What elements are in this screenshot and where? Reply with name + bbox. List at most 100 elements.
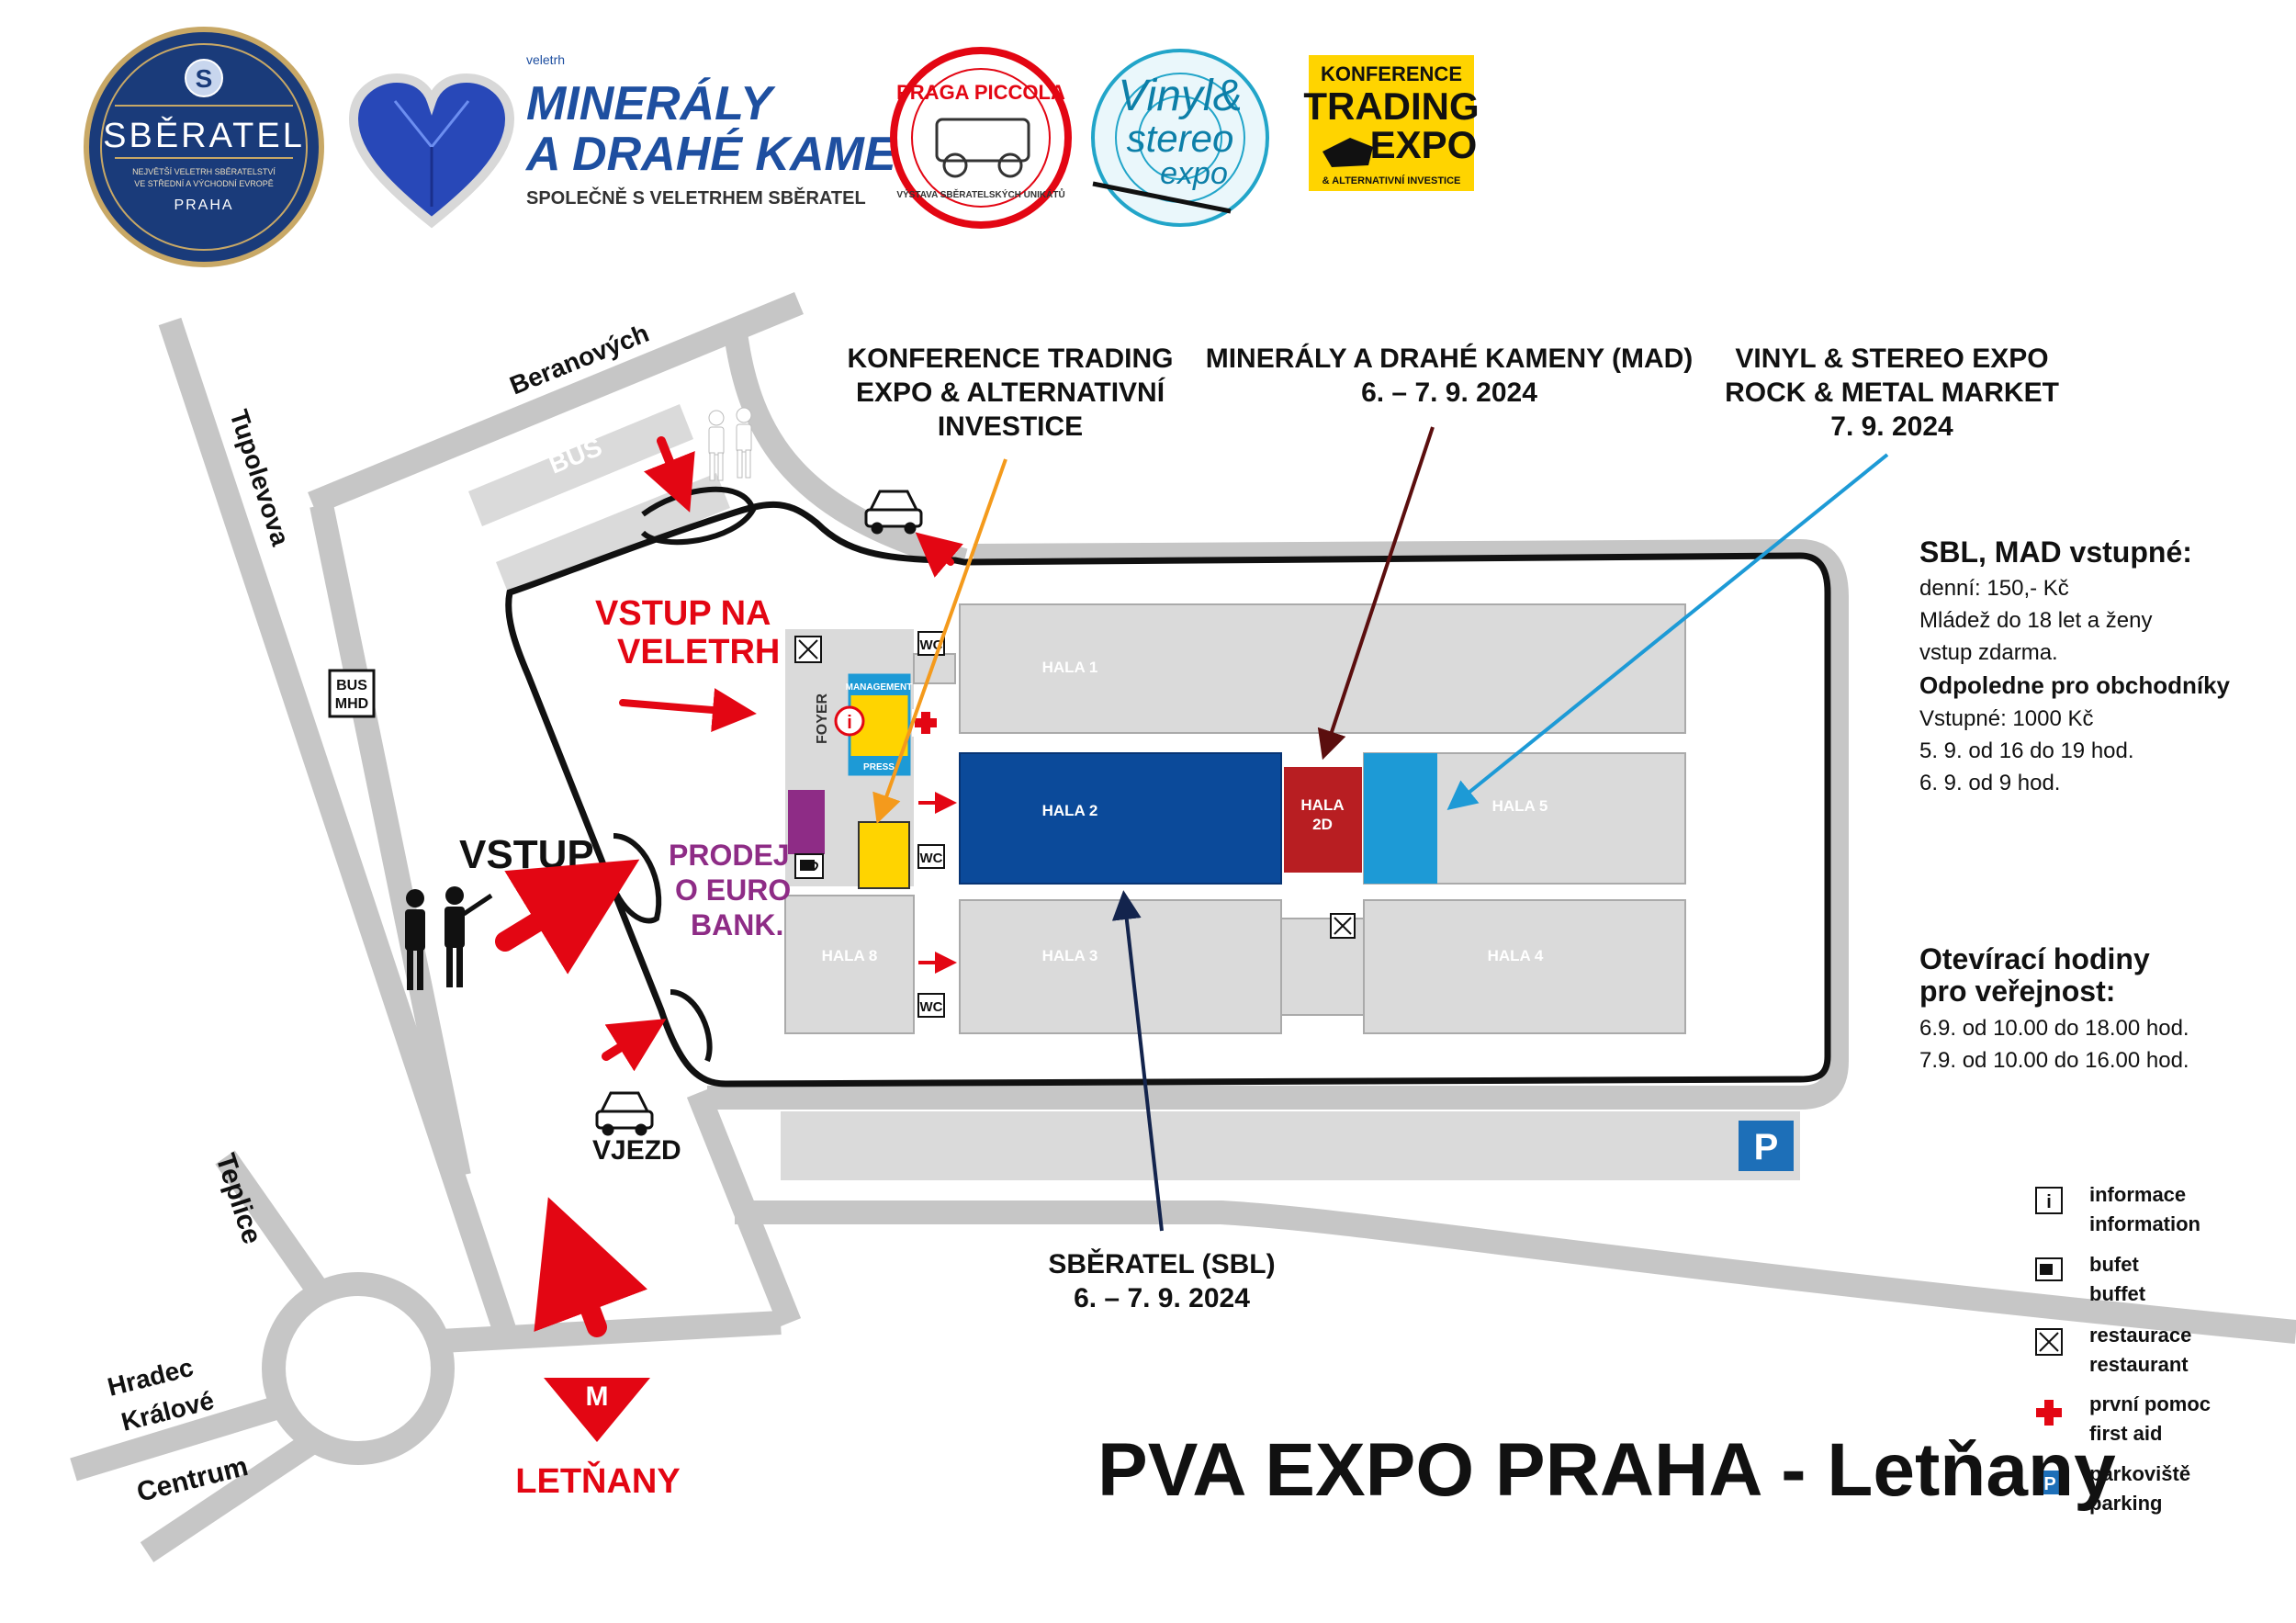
svg-text:INVESTICE: INVESTICE: [938, 411, 1083, 442]
logo-trading-expo: KONFERENCE TRADING EXPO & ALTERNATIVNÍ I…: [1303, 55, 1480, 191]
logo-trading-l1: KONFERENCE: [1321, 62, 1462, 85]
svg-text:P: P: [1754, 1127, 1779, 1167]
svg-text:bufet: bufet: [2089, 1253, 2139, 1276]
svg-text:ROCK & METAL MARKET: ROCK & METAL MARKET: [1725, 378, 2059, 408]
svg-text:P: P: [2043, 1474, 2055, 1494]
svg-text:first aid: first aid: [2089, 1422, 2162, 1445]
svg-text:EXPO & ALTERNATIVNÍ: EXPO & ALTERNATIVNÍ: [856, 377, 1165, 408]
metro-station-label: LETŇANY: [515, 1460, 680, 1501]
vehicle-entrance-label: VJEZD: [592, 1135, 681, 1166]
trading-booth: [858, 821, 910, 889]
hall-2d-label2: 2D: [1312, 816, 1333, 833]
hall-4-label: HALA 4: [1488, 947, 1544, 964]
hall-5-label: HALA 5: [1492, 797, 1548, 815]
svg-text:Mládež do 18 let a ženy: Mládež do 18 let a ženy: [1919, 608, 2153, 633]
callout-sbl-arrow: [1111, 890, 1164, 1232]
legend-restaurant-icon: [2035, 1328, 2063, 1356]
fair-entrance-label-2: VELETRH: [617, 633, 780, 671]
restaurant-icon: [794, 636, 822, 663]
page-title: PVA EXPO PRAHA - Letňany: [1097, 1428, 2116, 1512]
svg-text:denní: 150,- Kč: denní: 150,- Kč: [1919, 576, 2069, 601]
svg-text:information: information: [2089, 1212, 2200, 1235]
foyer-label: FOYER: [815, 693, 830, 744]
svg-text:pro veřejnost:: pro veřejnost:: [1919, 975, 2115, 1008]
callout-vinyl-arrow: [1446, 453, 1889, 811]
hall-2: [959, 752, 1282, 885]
svg-text:VINYL & STEREO EXPO: VINYL & STEREO EXPO: [1735, 344, 2048, 374]
svg-text:vstup zdarma.: vstup zdarma.: [1919, 640, 2058, 665]
car-icon: [595, 1091, 654, 1136]
admission-info: SBL, MAD vstupné: denní: 150,- Kč Mládež…: [1919, 535, 2231, 1073]
svg-text:Otevírací hodiny: Otevírací hodiny: [1919, 942, 2150, 975]
svg-text:i: i: [2046, 1192, 2052, 1212]
pedestrians-icon: [708, 407, 752, 481]
legend-buffet-icon: [2035, 1257, 2063, 1281]
callout-mad-arrow: [1317, 426, 1435, 761]
hall-4: [1363, 899, 1686, 1034]
parking-sign: P: [1739, 1121, 1794, 1171]
svg-text:6. 9. od 9 hod.: 6. 9. od 9 hod.: [1919, 771, 2060, 795]
hall-8: [784, 895, 915, 1034]
svg-text:parkoviště: parkoviště: [2089, 1462, 2190, 1485]
restaurant-icon: [1330, 913, 1356, 939]
svg-text:SBL, MAD vstupné:: SBL, MAD vstupné:: [1919, 535, 2192, 569]
logo-vinyl-l1: Vinyl&: [1118, 72, 1242, 120]
purple-booth: [788, 790, 825, 854]
press-label: PRESS: [863, 762, 895, 772]
svg-text:Odpoledne pro obchodníky: Odpoledne pro obchodníky: [1919, 671, 2231, 699]
legend: i informace information bufet buffet res…: [2035, 1183, 2211, 1515]
roundabout: [262, 1272, 455, 1465]
svg-text:7. 9. 2024: 7. 9. 2024: [1830, 411, 1953, 442]
hall-2d: [1284, 767, 1362, 873]
logo-sberatel-tagline1: NEJVĚTŠÍ VELETRH SBĚRATELSTVÍ: [132, 167, 276, 176]
logo-minerals-heart: [348, 73, 515, 229]
bus-mhd-stop: BUS MHD: [328, 669, 376, 718]
hall-2-label: HALA 2: [1042, 802, 1098, 819]
wc-markers: WC WC WC: [917, 631, 945, 1018]
euro-sale-label-2: O EURO: [675, 873, 791, 907]
svg-text:5. 9. od 16 do 19 hod.: 5. 9. od 16 do 19 hod.: [1919, 738, 2134, 763]
svg-text:restaurant: restaurant: [2089, 1353, 2189, 1376]
svg-text:parking: parking: [2089, 1492, 2162, 1515]
legend-parking-icon: P: [2038, 1471, 2062, 1494]
callout-trading: KONFERENCE TRADING EXPO & ALTERNATIVNÍ I…: [847, 344, 1173, 442]
management-label: MANAGEMENT: [846, 682, 913, 693]
hall-2d-label1: HALA: [1300, 796, 1344, 814]
logo-mad-line3: SPOLEČNĚ S VELETRHEM SBĚRATEL: [526, 186, 866, 209]
hall-8-label: HALA 8: [822, 947, 878, 964]
svg-text:MHD: MHD: [335, 696, 368, 712]
svg-text:první pomoc: první pomoc: [2089, 1392, 2211, 1415]
logo-trading-l4: & ALTERNATIVNÍ INVESTICE: [1322, 175, 1461, 186]
parking-lot: [781, 1111, 1800, 1180]
svg-text:6. – 7. 9. 2024: 6. – 7. 9. 2024: [1074, 1283, 1250, 1313]
logo-praga-piccola: PRAGA PICCOLA VÝSTAVA SBĚRATELSKÝCH UNIK…: [890, 47, 1072, 229]
svg-text:6. – 7. 9. 2024: 6. – 7. 9. 2024: [1361, 378, 1537, 408]
logo-sberatel-tagline2: VE STŘEDNÍ A VÝCHODNÍ EVROPĚ: [134, 179, 274, 188]
svg-text:M: M: [586, 1381, 609, 1412]
logo-piccola-top: PRAGA PICCOLA: [896, 81, 1065, 104]
callout-mad: MINERÁLY A DRAHÉ KAMENY (MAD) 6. – 7. 9.…: [1206, 343, 1694, 408]
svg-text:buffet: buffet: [2089, 1282, 2146, 1305]
buffet-icon: [794, 853, 824, 879]
hall-5-vinyl-area: [1364, 753, 1437, 884]
svg-text:informace: informace: [2089, 1183, 2186, 1206]
entrance-label: VSTUP: [459, 832, 594, 877]
logo-trading-l3: EXPO: [1370, 123, 1478, 166]
callout-trading-arrow: [872, 458, 1007, 825]
hall-1: [959, 603, 1686, 734]
logo-piccola-bottom: VÝSTAVA SBĚRATELSKÝCH UNIKÁTŮ: [896, 187, 1064, 200]
logo-sberatel-city: PRAHA: [174, 197, 233, 213]
svg-text:SBĚRATEL (SBL): SBĚRATEL (SBL): [1048, 1248, 1275, 1279]
euro-sale-label-1: PRODEJ: [669, 839, 790, 872]
car-icon: [864, 490, 923, 535]
svg-text:Vstupné: 1000 Kč: Vstupné: 1000 Kč: [1919, 706, 2093, 731]
logo-sberatel-emblem: S: [196, 64, 213, 93]
logo-sberatel: S SBĚRATEL NEJVĚTŠÍ VELETRH SBĚRATELSTVÍ…: [84, 27, 324, 267]
fair-entrance-label-1: VSTUP NA: [595, 594, 771, 633]
svg-text:6.9. od 10.00 do 18.00 hod.: 6.9. od 10.00 do 18.00 hod.: [1919, 1016, 2189, 1041]
svg-text:restaurace: restaurace: [2089, 1324, 2191, 1347]
wc-label: WC: [920, 999, 943, 1015]
logo-sberatel-name: SBĚRATEL: [103, 116, 305, 155]
entrance-arrows: [495, 436, 963, 1337]
